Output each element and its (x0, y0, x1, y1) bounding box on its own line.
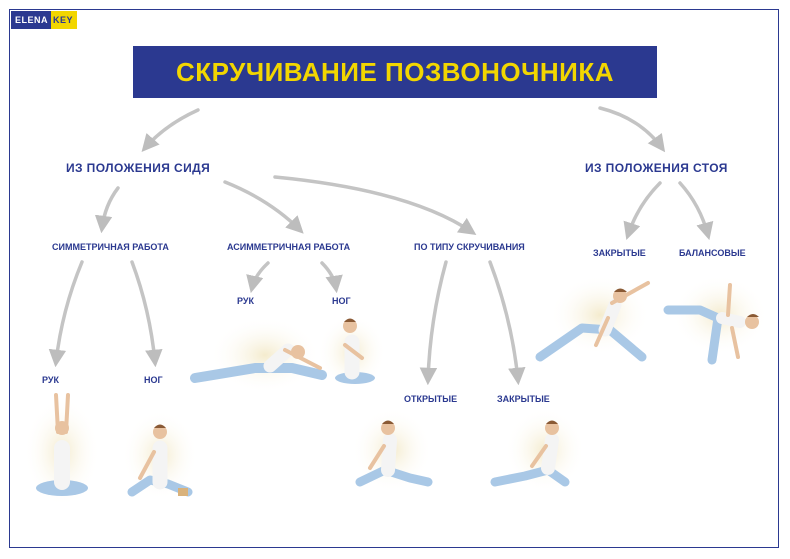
label-symmetric-legs: НОГ (144, 375, 163, 385)
label-asymmetric-arms: РУК (237, 296, 254, 306)
pose-closed-twist (490, 408, 585, 492)
brand-logo: ELENA KEY (11, 11, 78, 29)
diagram-frame (9, 9, 779, 548)
arrow-title-to-standing (598, 106, 666, 153)
arrow-symmetric-to-arms (48, 260, 84, 368)
label-standing-closed: ЗАКРЫТЫЕ (593, 248, 646, 258)
label-asymmetric-legs: НОГ (332, 296, 351, 306)
logo-part-2: KEY (51, 11, 78, 29)
label-by-type: ПО ТИПУ СКРУЧИВАНИЯ (414, 242, 525, 252)
diagram-title: СКРУЧИВАНИЕ ПОЗВОНОЧНИКА (133, 46, 657, 98)
pose-open-twist (352, 408, 433, 492)
arrow-sitting-to-bytype (273, 175, 477, 235)
label-symmetric: СИММЕТРИЧНАЯ РАБОТА (52, 242, 169, 252)
label-asymmetric: АСИММЕТРИЧНАЯ РАБОТА (227, 242, 351, 252)
label-standing: ИЗ ПОЛОЖЕНИЯ СТОЯ (585, 161, 728, 175)
arrow-asymmetric-to-legs (320, 261, 343, 294)
pose-standing-balance (663, 275, 768, 365)
label-standing-balance: БАЛАНСОВЫЕ (679, 248, 746, 258)
arrow-bytype-to-open (419, 260, 448, 386)
label-symmetric-arms: РУК (42, 375, 59, 385)
logo-part-1: ELENA (11, 11, 52, 29)
pose-symmetric-legs (122, 410, 198, 500)
arrow-asymmetric-to-arms (246, 261, 270, 294)
pose-symmetric-arms (24, 393, 100, 507)
arrow-sitting-to-symmetric (94, 186, 120, 234)
label-closed: ЗАКРЫТЫЕ (497, 394, 550, 404)
arrow-title-to-sitting (141, 108, 200, 152)
label-sitting: ИЗ ПОЛОЖЕНИЯ СИДЯ (66, 161, 211, 175)
arrow-standing-to-balance (678, 181, 714, 241)
arrow-standing-to-closed (623, 181, 662, 240)
arrow-symmetric-to-legs (130, 260, 163, 368)
arrow-bytype-to-closed (488, 260, 526, 386)
arrow-sitting-to-asymmetric (223, 180, 304, 234)
pose-asymmetric-legs (318, 314, 386, 390)
pose-asymmetric-arms (190, 317, 327, 393)
label-open: ОТКРЫТЫЕ (404, 394, 458, 404)
pose-standing-closed (535, 275, 650, 362)
